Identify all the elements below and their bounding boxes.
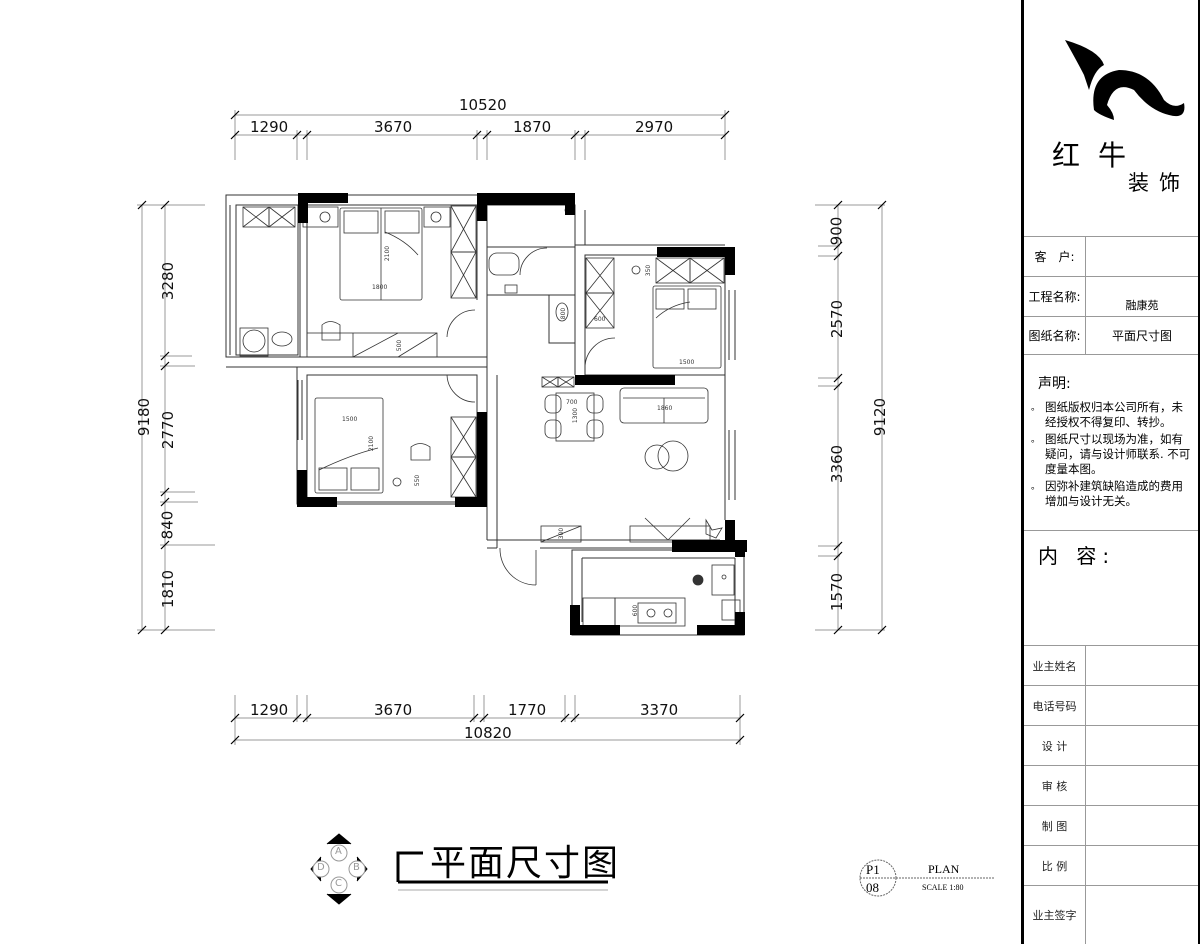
dim-left-3: 840	[158, 510, 177, 540]
label-master-bed-length: 2100	[384, 245, 392, 262]
drawing-title: 平面尺寸图	[430, 843, 621, 884]
compass-letter-a: A	[335, 846, 342, 857]
dim-top-3: 1870	[513, 118, 552, 136]
dim-left-1: 3280	[159, 261, 178, 301]
dim-bottom-1: 1290	[250, 701, 289, 719]
value-owner-signature	[1086, 886, 1198, 944]
dim-left-2: 2770	[159, 410, 178, 450]
label-scale: 比 例	[1024, 846, 1086, 885]
bull-logo-icon	[1065, 40, 1185, 120]
label-drafter: 制 图	[1024, 806, 1086, 845]
dim-top-1: 1290	[250, 118, 289, 136]
company-name: 红牛	[1052, 139, 1145, 172]
row-designer: 设 计	[1024, 725, 1198, 765]
row-client: 客 户:	[1024, 236, 1198, 276]
label-owner-signature: 业主签字	[1024, 886, 1086, 944]
label-third-nightstand: 350	[645, 264, 653, 277]
label-second-bed-width: 1500	[342, 416, 358, 423]
label-second-bed-length: 2100	[368, 435, 376, 452]
dim-bottom-2: 3670	[374, 701, 413, 719]
label-dining-width: 700	[566, 399, 578, 406]
row-scale: 比 例	[1024, 845, 1198, 885]
content-title: 内 容:	[1038, 544, 1116, 568]
plan-label: PLAN	[928, 862, 960, 876]
value-client	[1086, 237, 1198, 276]
dim-bottom-total: 10820	[464, 724, 512, 742]
dim-right-3: 3360	[828, 444, 847, 484]
row-drafter: 制 图	[1024, 805, 1198, 845]
value-phone	[1086, 686, 1198, 725]
title-block: 红牛 装饰 客 户: 工程名称: 融康苑 图纸名称: 平面尺寸图 声明: 图纸版…	[1021, 0, 1200, 944]
label-master-bed-width: 1800	[372, 284, 388, 291]
value-drafter	[1086, 806, 1198, 845]
label-dining-length: 1300	[572, 407, 580, 424]
label-wardrobe-depth: 600	[594, 316, 606, 323]
dim-right-total: 9120	[871, 397, 890, 437]
value-scale	[1086, 846, 1198, 885]
label-third-bed-width: 1500	[679, 359, 695, 366]
plan-badge-sheet: 08	[866, 880, 879, 895]
row-owner-signature: 业主签字	[1024, 885, 1198, 944]
compass-letter-c: C	[335, 878, 342, 889]
compass-letter-b: B	[353, 862, 360, 873]
label-stove-depth: 600	[632, 604, 640, 617]
value-project-name: 融康苑	[1125, 298, 1159, 312]
company-logo-area: 红牛 装饰	[1024, 0, 1198, 236]
label-phone: 电话号码	[1024, 686, 1086, 725]
label-owner-name: 业主姓名	[1024, 646, 1086, 685]
dim-right-4: 1570	[828, 572, 847, 612]
dim-right-2: 2570	[828, 299, 847, 339]
row-reviewer: 审 核	[1024, 765, 1198, 805]
note-item: 因弥补建筑缺陷造成的费用增加与设计无关。	[1031, 479, 1194, 509]
dim-bottom-3: 1770	[508, 701, 547, 719]
label-designer: 设 计	[1024, 726, 1086, 765]
label-second-desk-depth: 550	[414, 474, 422, 487]
label-drawing-name: 图纸名称:	[1024, 317, 1086, 354]
dim-top-total: 10520	[459, 96, 507, 114]
label-reviewer: 审 核	[1024, 766, 1086, 805]
note-item: 图纸版权归本公司所有，未经授权不得复印、转抄。	[1031, 400, 1194, 430]
dim-left-4: 1810	[159, 569, 178, 609]
dim-left-total: 9180	[135, 397, 154, 437]
label-washbasin: 800	[560, 307, 568, 320]
label-cabinet-depth: 300	[558, 527, 566, 540]
dim-right-1: 900	[827, 216, 846, 246]
notes-section	[1024, 354, 1198, 530]
label-project-name: 工程名称:	[1024, 277, 1086, 316]
value-reviewer	[1086, 766, 1198, 805]
floor-plan-svg	[137, 110, 995, 905]
label-sofa-length: 1860	[657, 405, 673, 412]
company-subtitle: 装饰	[1128, 171, 1190, 195]
value-drawing-name: 平面尺寸图	[1111, 329, 1172, 343]
notes-title: 声明:	[1038, 376, 1071, 392]
row-owner-name: 业主姓名	[1024, 645, 1198, 685]
value-owner-name	[1086, 646, 1198, 685]
dim-top-2: 3670	[374, 118, 413, 136]
row-project-name: 工程名称: 融康苑	[1024, 276, 1198, 316]
content-section	[1024, 530, 1198, 645]
dim-bottom-4: 3370	[640, 701, 679, 719]
notes-list: 图纸版权归本公司所有，未经授权不得复印、转抄。 图纸尺寸以现场为准，如有疑问，请…	[1031, 400, 1194, 511]
label-master-desk-depth: 500	[396, 339, 404, 352]
plan-scale: SCALE 1:80	[922, 883, 964, 892]
floor-plan-drawing: 10520 1290 3670 1870 2970 1290 3670 1770…	[135, 96, 995, 905]
dim-top-4: 2970	[635, 118, 674, 136]
compass-letter-d: D	[317, 862, 325, 873]
note-item: 图纸尺寸以现场为准，如有疑问，请与设计师联系. 不可度量本图。	[1031, 432, 1194, 477]
value-designer	[1086, 726, 1198, 765]
label-client: 客 户:	[1024, 237, 1086, 276]
plan-badge-number: P1	[866, 862, 880, 877]
row-phone: 电话号码	[1024, 685, 1198, 725]
row-drawing-name: 图纸名称: 平面尺寸图	[1024, 316, 1198, 354]
